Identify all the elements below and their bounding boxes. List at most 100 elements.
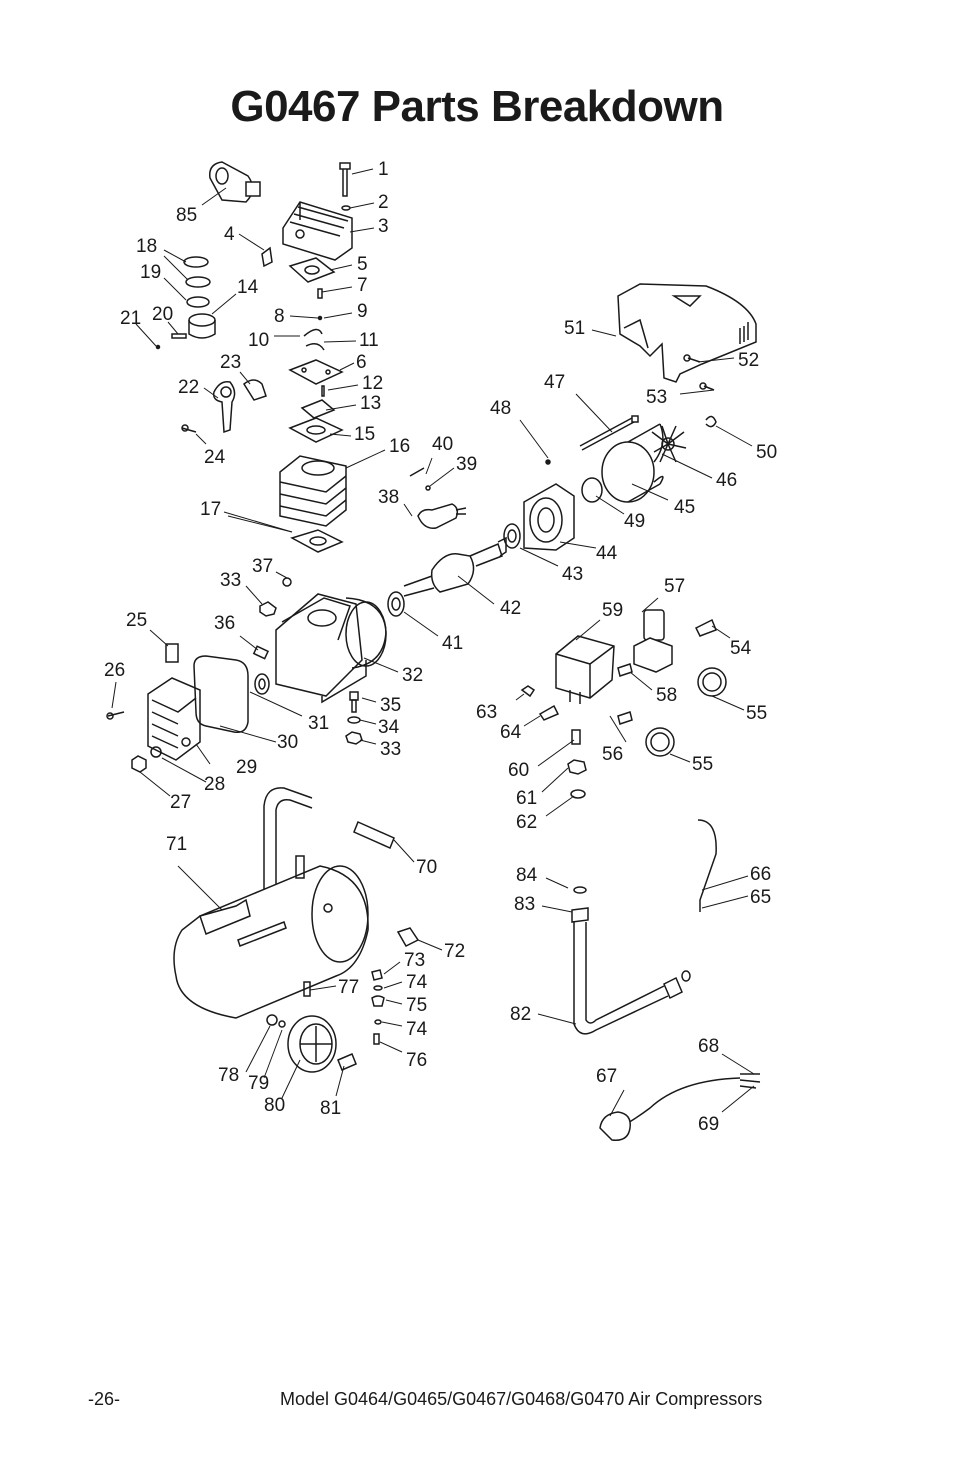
callout-50: 50 — [756, 442, 777, 463]
callout-77: 77 — [338, 977, 359, 998]
o-ring-part — [150, 746, 162, 758]
side-seal-part — [254, 673, 270, 695]
cap-part — [520, 685, 536, 698]
crankcase-part — [275, 593, 387, 704]
callout-49: 49 — [624, 511, 645, 532]
callout-69: 69 — [698, 1114, 719, 1135]
washer-part — [282, 577, 292, 587]
callout-84: 84 — [516, 865, 538, 886]
callout-48: 48 — [490, 398, 511, 419]
screw-part — [699, 382, 715, 391]
callout-37: 37 — [252, 556, 273, 577]
callout-80: 80 — [264, 1095, 285, 1116]
callout-40: 40 — [432, 434, 453, 455]
callout-83: 83 — [514, 894, 535, 915]
piston-ring-part — [185, 276, 211, 288]
cover-gasket-part — [193, 655, 249, 734]
clip-part — [155, 344, 161, 350]
washer-part — [570, 789, 586, 799]
callout-51: 51 — [564, 318, 585, 339]
page-number: -26- — [88, 1389, 121, 1409]
fitting-part — [617, 711, 633, 725]
callout-79: 79 — [248, 1073, 269, 1094]
callout-2: 2 — [378, 192, 389, 213]
callout-74b: 74 — [406, 1019, 428, 1040]
callout-82: 82 — [510, 1004, 531, 1025]
gauge-part — [645, 727, 675, 757]
callout-12: 12 — [362, 373, 383, 394]
callout-62: 62 — [516, 812, 537, 833]
fitting-part — [538, 704, 560, 721]
o-ring-part — [681, 970, 691, 982]
piston-pin-part — [171, 333, 187, 339]
gauge-part — [697, 667, 727, 697]
piston-part — [188, 313, 216, 339]
fitting-part — [252, 645, 270, 660]
rotor-part — [523, 483, 575, 551]
reed-valve-part — [300, 399, 336, 419]
model-footer: Model G0464/G0465/G0467/G0468/G0470 Air … — [280, 1389, 763, 1409]
callout-25: 25 — [126, 610, 147, 631]
callout-55: 55 — [746, 703, 767, 724]
axle-bolt-part — [337, 1053, 357, 1071]
callout-71: 71 — [166, 834, 187, 855]
valve-part — [373, 1033, 380, 1045]
bearing-part — [243, 379, 267, 401]
callout-23: 23 — [220, 352, 241, 373]
grip-part — [353, 820, 395, 850]
cap-part — [371, 995, 385, 1007]
elbow-fitting-part — [396, 927, 420, 947]
callout-28: 28 — [204, 774, 225, 795]
callout-73: 73 — [404, 950, 425, 971]
callout-76: 76 — [406, 1050, 427, 1071]
callout-6: 6 — [356, 352, 367, 373]
capacitor-part — [417, 503, 467, 529]
callout-65: 65 — [750, 887, 771, 908]
callout-38: 38 — [378, 487, 399, 508]
cylinder-part — [279, 455, 347, 527]
nut-part — [259, 601, 277, 617]
callout-70: 70 — [416, 857, 437, 878]
motor-housing-part — [601, 423, 664, 503]
callout-14: 14 — [237, 277, 259, 298]
cylinder-head-part — [282, 201, 353, 261]
callout-20: 20 — [152, 304, 173, 325]
callout-68: 68 — [698, 1036, 719, 1057]
callout-58: 58 — [656, 685, 677, 706]
callout-36: 36 — [214, 613, 235, 634]
o-ring-part — [581, 477, 603, 503]
callout-8: 8 — [274, 306, 285, 327]
callout-57: 57 — [664, 576, 685, 597]
callout-15: 15 — [354, 424, 375, 445]
connector-part — [571, 729, 581, 745]
fitting-part — [617, 663, 633, 677]
washer-part — [341, 205, 351, 211]
ball-part — [317, 315, 323, 321]
callout-43: 43 — [562, 564, 583, 585]
callout-59: 59 — [602, 600, 623, 621]
screw-part — [409, 467, 425, 477]
screw-part — [106, 711, 125, 720]
pressure-tube-part — [697, 819, 717, 912]
callout-53: 53 — [646, 387, 667, 408]
callout-67: 67 — [596, 1066, 617, 1087]
callout-17: 17 — [200, 499, 221, 520]
callout-4: 4 — [224, 224, 235, 245]
washer-part — [425, 485, 431, 491]
callout-1: 1 — [378, 159, 389, 180]
callout-22: 22 — [178, 377, 199, 398]
callout-81: 81 — [320, 1098, 341, 1119]
power-cord-part — [599, 1073, 761, 1141]
callout-42: 42 — [500, 598, 521, 619]
base-gasket-part — [290, 529, 344, 553]
piston-ring-part — [183, 256, 209, 268]
drain-plug-part — [131, 755, 147, 773]
callout-35: 35 — [380, 695, 401, 716]
callout-16: 16 — [389, 436, 410, 457]
callout-74: 74 — [406, 972, 428, 993]
callout-63: 63 — [476, 702, 497, 723]
through-bolt-part — [579, 415, 639, 451]
wheel-part — [287, 1015, 337, 1073]
callout-41: 41 — [442, 633, 463, 654]
